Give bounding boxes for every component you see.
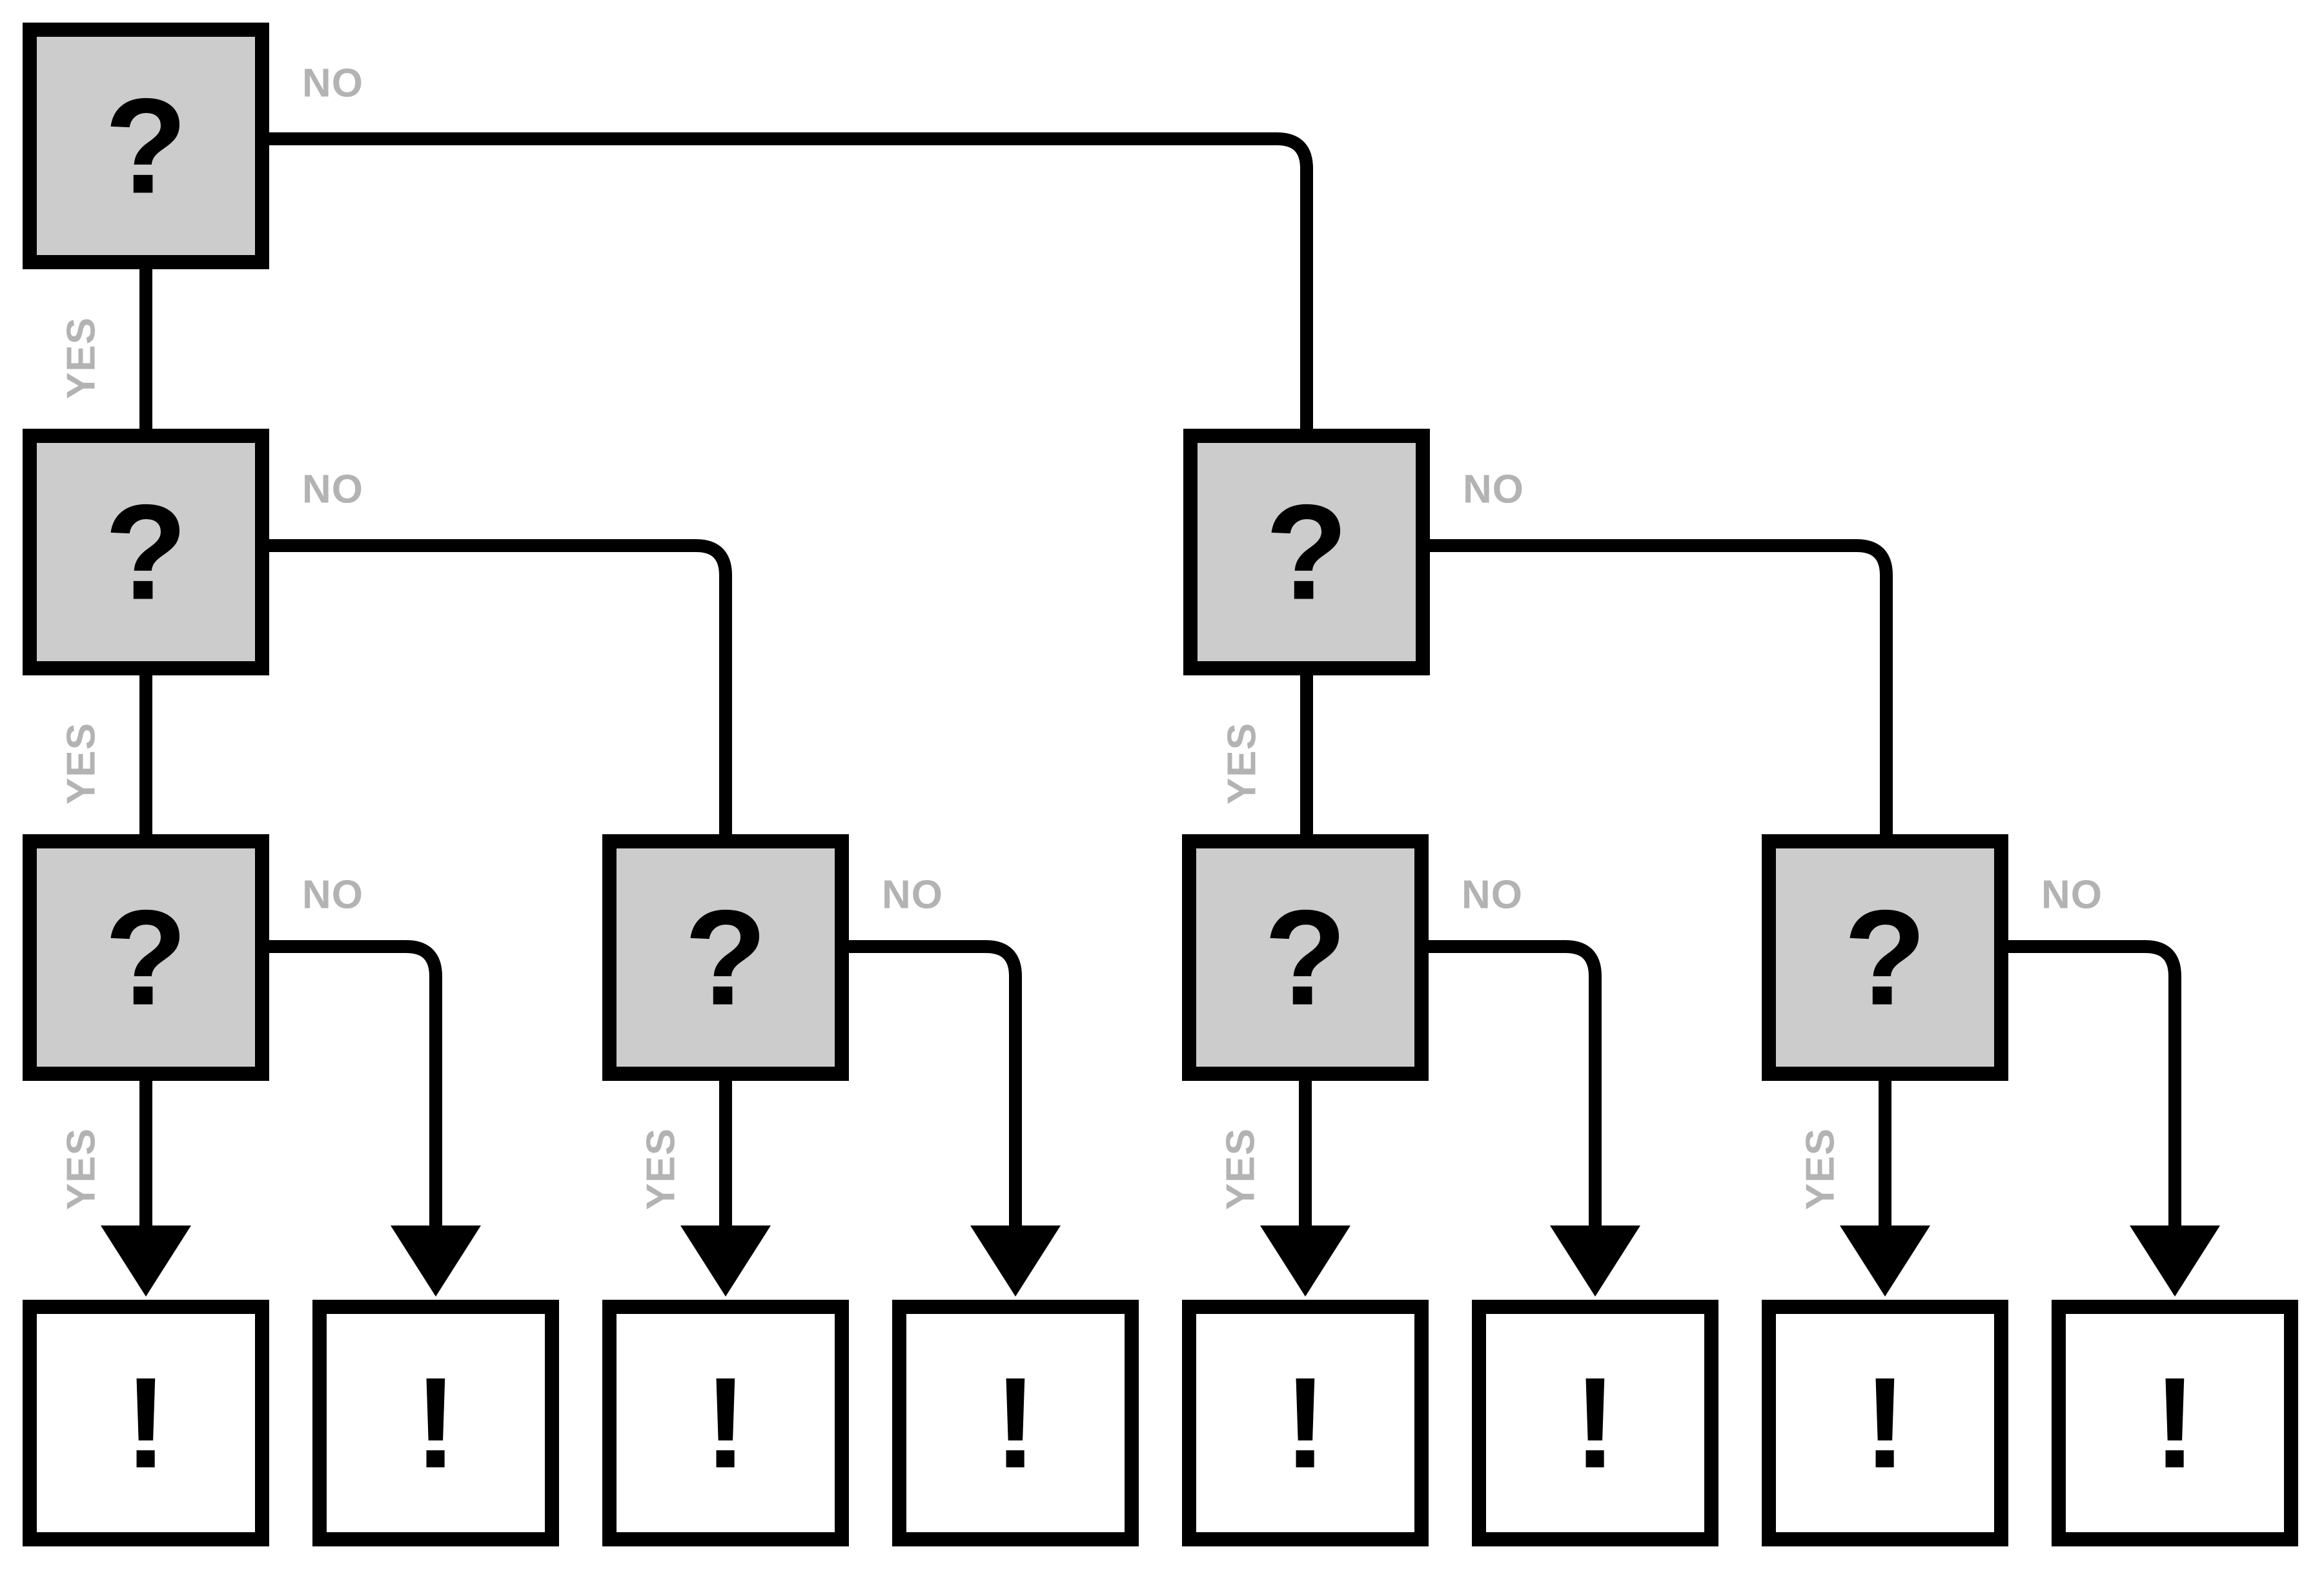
question-mark-icon: ? (1264, 882, 1347, 1034)
edge-label-no-d2: NO (302, 467, 363, 511)
decision-box-d5[interactable] (602, 834, 849, 1081)
edge-d6-no (1424, 940, 1602, 1236)
edge-label-no-d4: NO (302, 872, 363, 917)
decision-node-d5[interactable]: ? (602, 834, 849, 1081)
outcome-box-o1[interactable] (23, 1300, 269, 1546)
decision-box-d1[interactable] (23, 23, 269, 269)
edge-label-yes-d4: YES (59, 1128, 103, 1210)
outcome-box-o8[interactable] (2052, 1300, 2298, 1546)
exclamation-mark-icon: ! (1864, 1351, 1907, 1495)
edge-label-yes-d3: YES (1219, 723, 1264, 805)
outcome-node-o4[interactable]: ! (892, 1300, 1139, 1546)
decision-node-d2[interactable]: ? (23, 429, 269, 675)
outcome-box-o3[interactable] (602, 1300, 849, 1546)
outcome-node-o1[interactable]: ! (23, 1300, 269, 1546)
arrowhead-d6-no (1550, 1225, 1640, 1297)
arrowhead-d4-yes (101, 1225, 191, 1297)
edge-label-yes-d1: YES (59, 317, 103, 399)
decision-node-d4[interactable]: ? (23, 834, 269, 1081)
edge-d5-no (844, 940, 1022, 1236)
outcome-box-o2[interactable] (312, 1300, 559, 1546)
question-mark-icon: ? (105, 70, 187, 222)
exclamation-mark-icon: ! (994, 1351, 1037, 1495)
edge-label-yes-d6: YES (1218, 1128, 1263, 1210)
decision-box-d2[interactable] (23, 429, 269, 675)
edge-d7-no (2004, 940, 2181, 1236)
outcome-box-o6[interactable] (1472, 1300, 1718, 1546)
exclamation-mark-icon: ! (2154, 1351, 2197, 1495)
edge-label-yes-d7: YES (1798, 1128, 1842, 1210)
decision-node-d1[interactable]: ? (23, 23, 269, 269)
edge-label-no-d1: NO (302, 61, 363, 105)
arrowhead-d5-yes (680, 1225, 771, 1297)
decision-box-d4[interactable] (23, 834, 269, 1081)
edge-d1-no (265, 132, 1313, 433)
arrowhead-d4-no (391, 1225, 481, 1297)
arrowhead-d7-yes (1840, 1225, 1930, 1297)
outcome-box-o4[interactable] (892, 1300, 1139, 1546)
exclamation-mark-icon: ! (704, 1351, 748, 1495)
arrowhead-d5-no (970, 1225, 1061, 1297)
arrowhead-d6-yes (1260, 1225, 1351, 1297)
edge-label-no-d3: NO (1463, 467, 1524, 511)
outcome-node-o2[interactable]: ! (312, 1300, 559, 1546)
decision-node-d7[interactable]: ? (1762, 834, 2008, 1081)
question-mark-icon: ? (105, 882, 187, 1034)
outcome-node-layer: ! ! ! ! ! ! (23, 1300, 2298, 1546)
edge-label-yes-d2: YES (59, 723, 103, 805)
decision-box-d7[interactable] (1762, 834, 2008, 1081)
question-mark-icon: ? (1265, 477, 1348, 628)
question-mark-icon: ? (684, 882, 767, 1034)
outcome-node-o5[interactable]: ! (1182, 1300, 1429, 1546)
outcome-box-o5[interactable] (1182, 1300, 1429, 1546)
outcome-node-o8[interactable]: ! (2052, 1300, 2298, 1546)
decision-node-d6[interactable]: ? (1182, 834, 1429, 1081)
arrowhead-d7-no (2130, 1225, 2220, 1297)
decision-node-layer: ? ? ? ? ? ? (23, 23, 2008, 1081)
edge-label-yes-d5: YES (638, 1128, 683, 1210)
exclamation-mark-icon: ! (1574, 1351, 1617, 1495)
question-mark-icon: ? (1844, 882, 1926, 1034)
edge-label-layer: NO NO NO NO NO NO NO YES YES YES YES YES… (59, 61, 2103, 1210)
exclamation-mark-icon: ! (414, 1351, 458, 1495)
outcome-node-o3[interactable]: ! (602, 1300, 849, 1546)
outcome-node-o7[interactable]: ! (1762, 1300, 2008, 1546)
question-mark-icon: ? (105, 477, 187, 628)
edge-d3-no (1425, 539, 1893, 838)
decision-box-d6[interactable] (1182, 834, 1429, 1081)
outcome-box-o7[interactable] (1762, 1300, 2008, 1546)
edge-label-no-d7: NO (2041, 872, 2103, 917)
edge-d4-no (265, 940, 442, 1236)
exclamation-mark-icon: ! (125, 1351, 168, 1495)
edge-label-no-d5: NO (882, 872, 943, 917)
decision-box-d3[interactable] (1183, 429, 1430, 675)
edge-layer (101, 132, 2220, 1297)
outcome-node-o6[interactable]: ! (1472, 1300, 1718, 1546)
edge-label-no-d6: NO (1462, 872, 1523, 917)
exclamation-mark-icon: ! (1284, 1351, 1327, 1495)
decision-node-d3[interactable]: ? (1183, 429, 1430, 675)
edge-d2-no (265, 539, 732, 838)
